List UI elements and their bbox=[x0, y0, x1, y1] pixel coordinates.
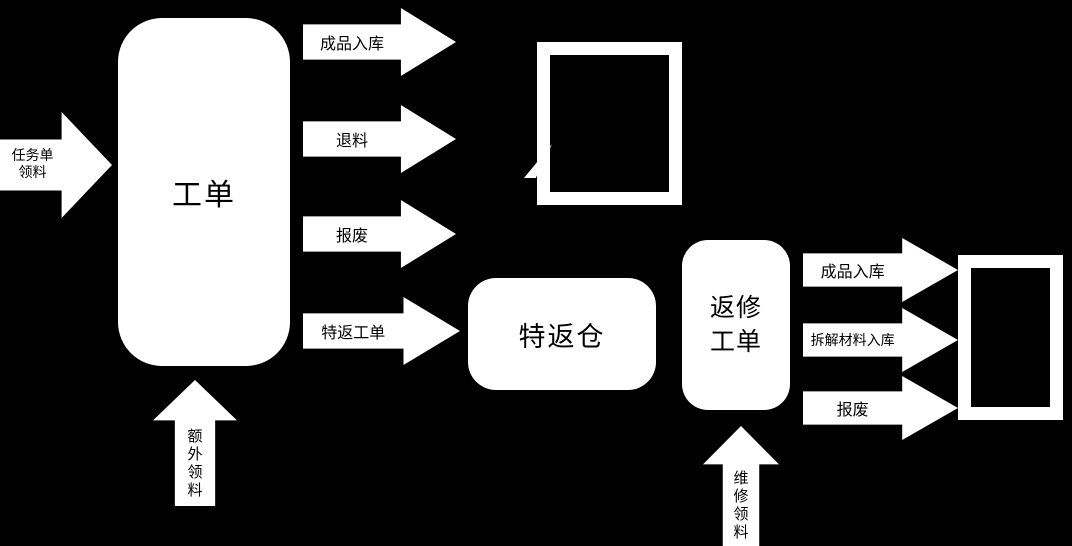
arrow-material-return: 退料 bbox=[303, 105, 456, 173]
repair-work-order-node: 返修 工单 bbox=[682, 240, 790, 410]
arrow-disassembled-material-in: 拆解材料入库 bbox=[803, 308, 958, 372]
arrow-scrap-right-label: 报废 bbox=[836, 400, 869, 419]
arrow-extra-material-picking-label: 额 外 领 料 bbox=[187, 426, 203, 499]
arrow-task-order-picking: 任务单 领料 bbox=[0, 112, 112, 218]
arrow-finished-goods-in-top: 成品入库 bbox=[303, 8, 456, 76]
arrow-task-order-picking-label: 任务单 领料 bbox=[11, 147, 54, 182]
arrow-finished-goods-in-right: 成品入库 bbox=[803, 238, 958, 302]
work-order-node: 工单 bbox=[118, 18, 290, 366]
arrow-scrap-top: 报废 bbox=[303, 200, 456, 268]
work-order-label: 工单 bbox=[172, 178, 236, 213]
arrow-repair-material-picking: 维 修 领 料 bbox=[703, 426, 779, 546]
arrow-repair-material-picking-label: 维 修 领 料 bbox=[733, 468, 749, 541]
arrow-finished-goods-in-right-label: 成品入库 bbox=[820, 262, 885, 281]
special-return-warehouse-node: 特返仓 bbox=[468, 278, 656, 390]
repair-work-order-label: 返修 工单 bbox=[709, 293, 762, 356]
arrow-finished-goods-in-top-label: 成品入库 bbox=[319, 34, 384, 53]
arrow-material-return-label: 退料 bbox=[335, 131, 368, 150]
arrow-scrap-right: 报废 bbox=[803, 376, 958, 440]
arrow-extra-material-picking: 额 外 领 料 bbox=[153, 380, 237, 506]
special-return-warehouse-label: 特返仓 bbox=[518, 321, 606, 353]
arrow-special-return-order: 特返工单 bbox=[303, 297, 460, 365]
arrow-scrap-top-label: 报废 bbox=[335, 226, 368, 245]
warehouse-outline-top bbox=[537, 42, 682, 205]
arrow-special-return-order-label: 特返工单 bbox=[321, 323, 386, 342]
arrow-disassembled-material-in-label: 拆解材料入库 bbox=[810, 333, 895, 349]
warehouse-outline-right bbox=[958, 255, 1063, 420]
